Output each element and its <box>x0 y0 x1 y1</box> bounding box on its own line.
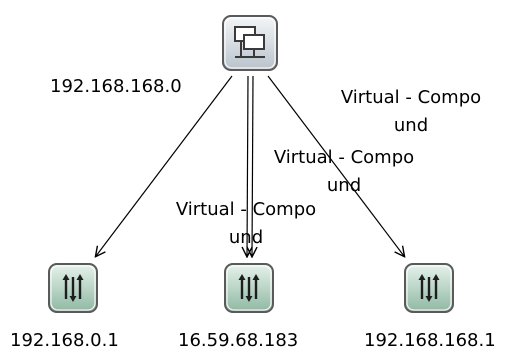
edge-label-192-168-168-1: Virtual - Compo und <box>336 84 486 140</box>
switch-icon <box>404 263 454 313</box>
edge-to-16-59-68-183-a[interactable] <box>247 75 248 256</box>
switch-node-2[interactable] <box>223 262 275 314</box>
switch-icon <box>48 263 98 313</box>
network-node[interactable] <box>221 14 279 72</box>
switch-node-1[interactable] <box>47 262 99 314</box>
edge-label-line: Virtual - Compo <box>175 199 317 220</box>
edge-label-line: Virtual - Compo <box>340 87 482 108</box>
edge-label-16-59-68-183-a: Virtual - Compo und <box>158 196 334 252</box>
device-label-1: 192.168.0.1 <box>10 330 119 351</box>
edge-label-line: und <box>326 175 362 196</box>
edge-to-16-59-68-183-b[interactable] <box>252 75 253 256</box>
edge-label-line: und <box>228 227 264 248</box>
device-label-3: 192.168.168.1 <box>364 330 496 351</box>
edge-label-16-59-68-183-b: Virtual - Compo und <box>256 144 432 200</box>
switch-icon <box>224 263 274 313</box>
edge-label-line: Virtual - Compo <box>273 147 415 168</box>
device-label-2: 16.59.68.183 <box>178 330 299 351</box>
edge-to-192-168-0-1[interactable] <box>96 75 233 256</box>
network-node-label: 192.168.168.0 <box>50 76 182 97</box>
network-computers-icon <box>222 15 278 71</box>
edge-to-192-168-168-1[interactable] <box>267 75 404 256</box>
edge-label-line: und <box>393 115 429 136</box>
switch-node-3[interactable] <box>403 262 455 314</box>
